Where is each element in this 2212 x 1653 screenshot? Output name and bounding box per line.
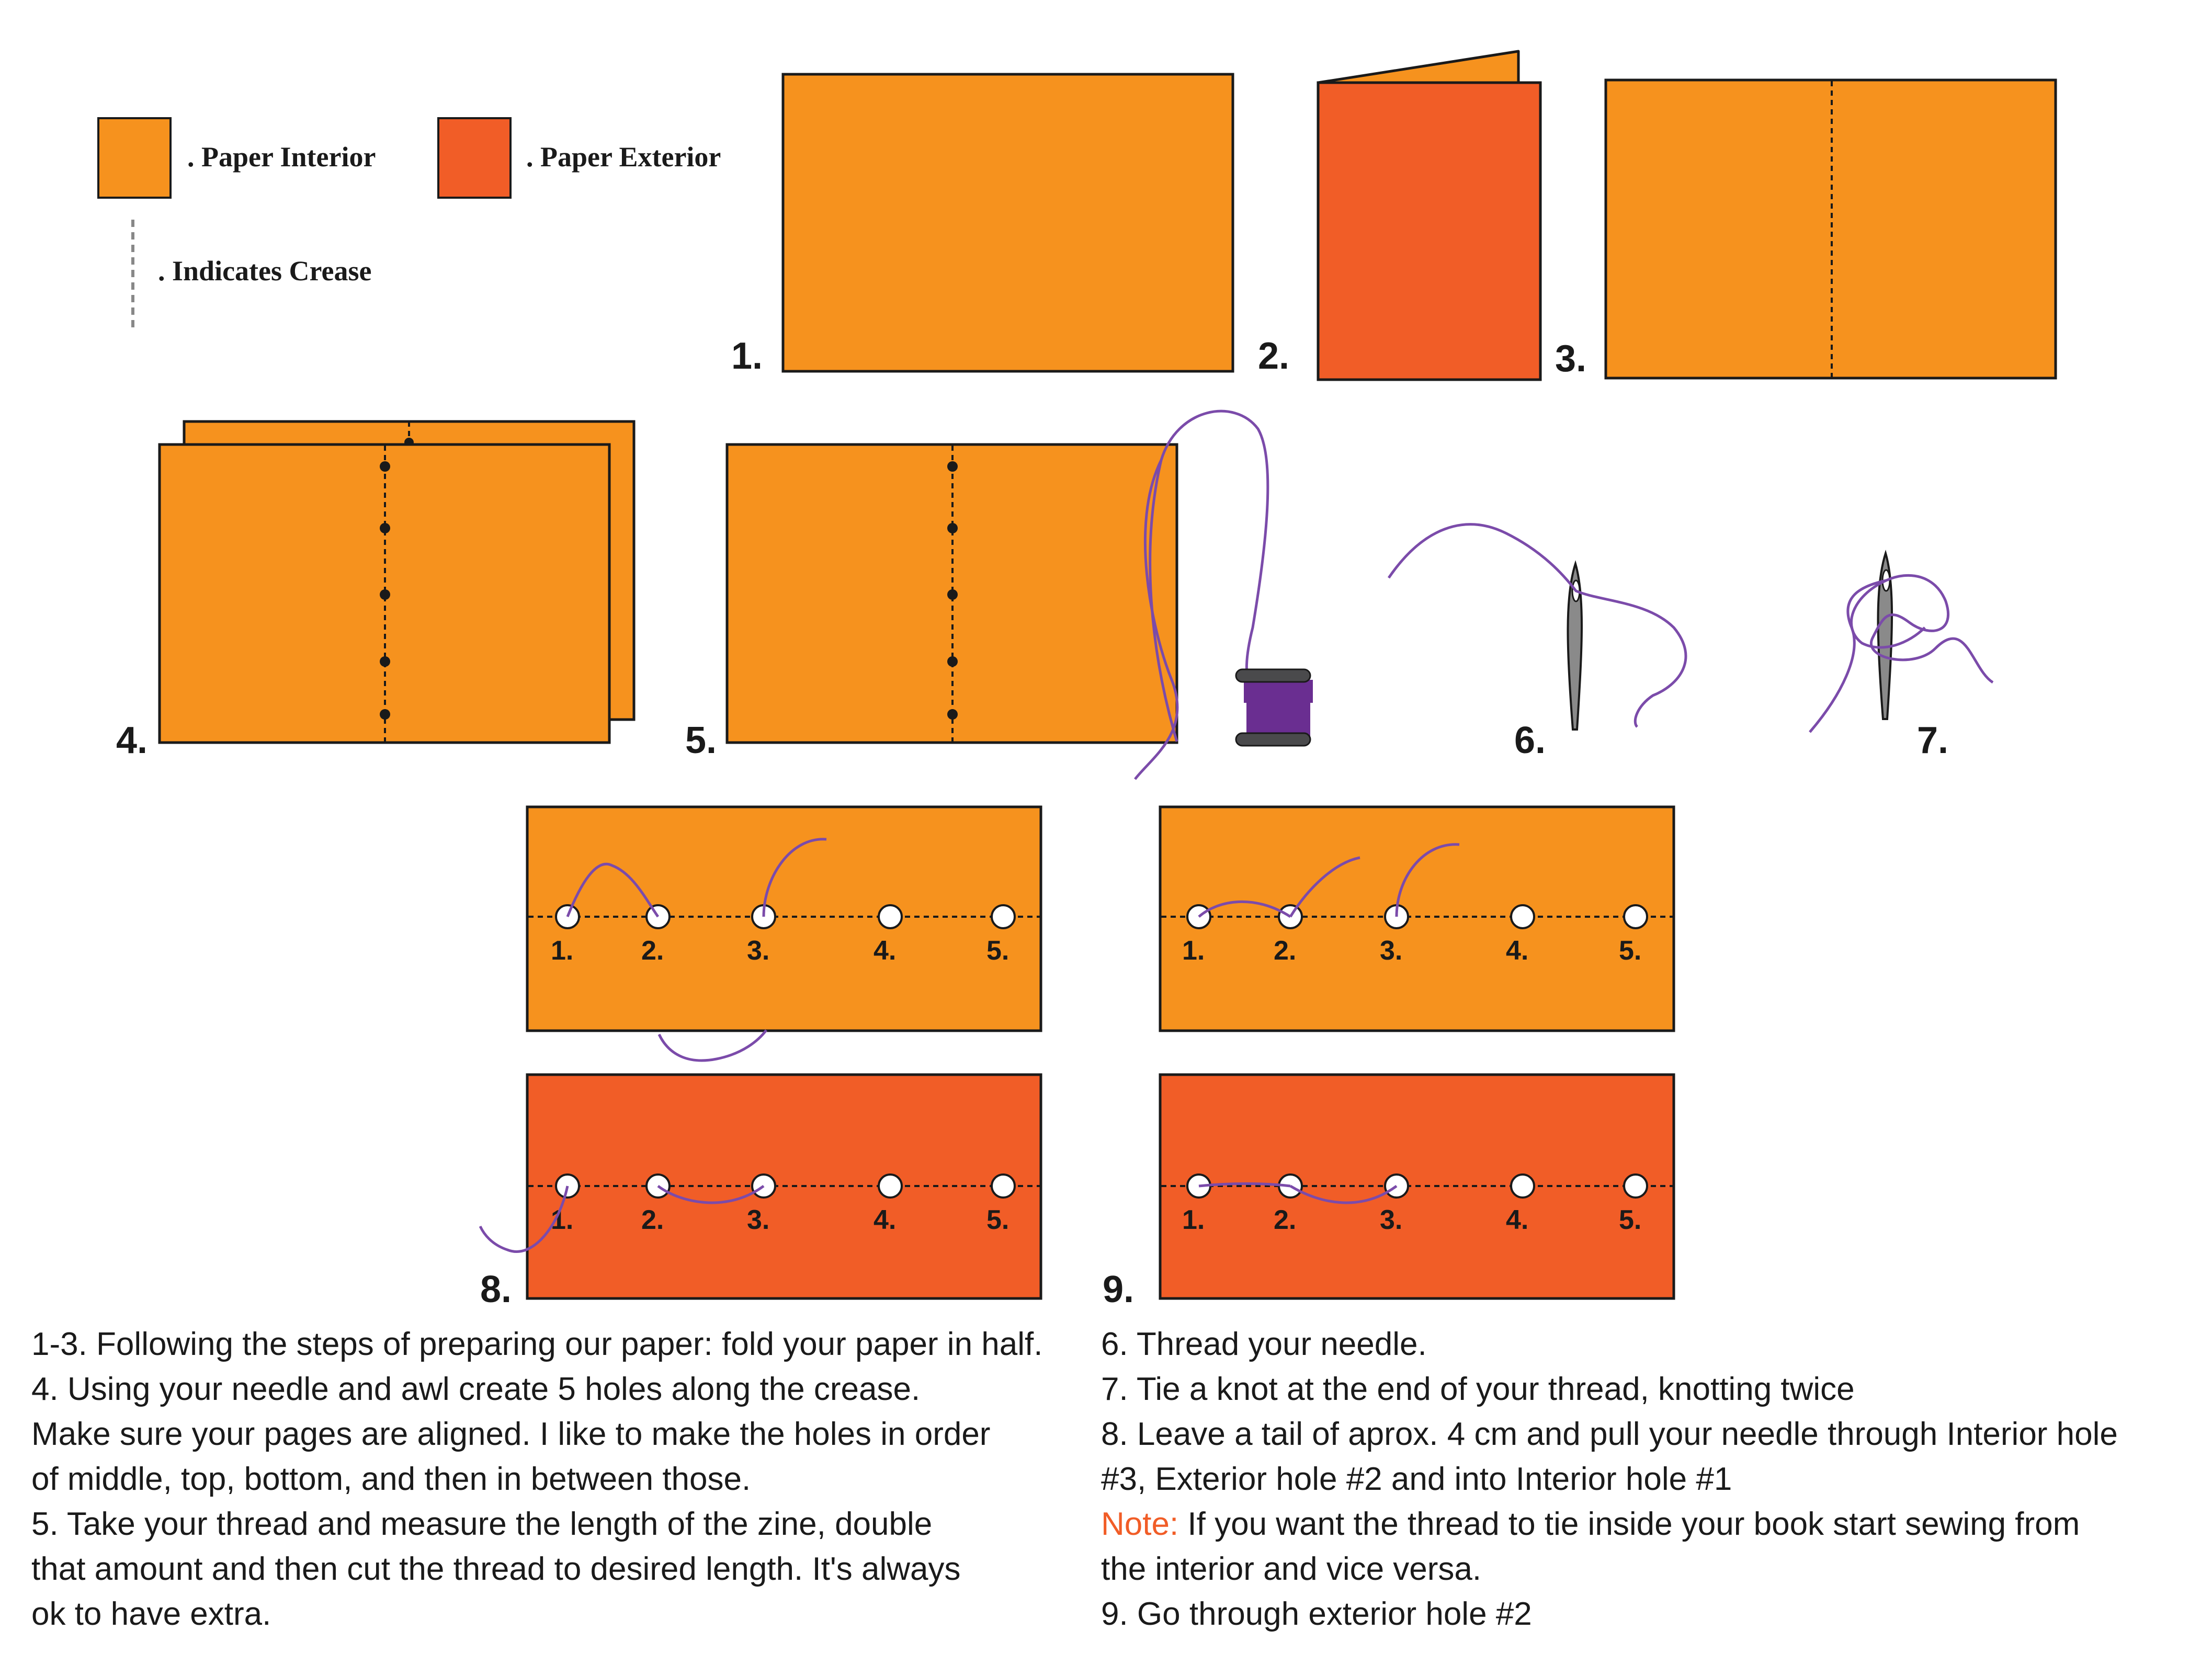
svg-text:4.: 4.	[874, 936, 896, 966]
svg-text:3.: 3.	[747, 1205, 769, 1235]
svg-text:5.: 5.	[1619, 936, 1641, 966]
instruction-line: #3, Exterior hole #2 and into Interior h…	[1101, 1461, 1732, 1497]
hole-labels: 1. 2. 3. 4. 5.	[1182, 936, 1641, 966]
instruction-line: ok to have extra.	[31, 1596, 271, 1632]
instructions-right: 6. Thread your needle. 7. Tie a knot at …	[1101, 1322, 2199, 1637]
paper-sheet	[781, 73, 1234, 373]
step-5-measure-thread: 5.	[685, 409, 1313, 780]
instruction-line: 8. Leave a tail of aprox. 4 cm and pull …	[1101, 1416, 2118, 1452]
punched-holes	[947, 461, 958, 720]
svg-text:2.: 2.	[641, 936, 664, 966]
interior-thread	[566, 863, 660, 918]
step-3-creased-paper: 3.	[1555, 78, 2057, 380]
step-8-number: 8.	[480, 1269, 512, 1310]
step-2-number: 2.	[1258, 335, 1289, 377]
needle	[1877, 550, 1893, 720]
step-4-punched-pages: 4.	[116, 420, 636, 761]
svg-text:4.: 4.	[1506, 936, 1528, 966]
hole-labels: 1. 2. 3. 4. 5.	[551, 1205, 1009, 1235]
hole-labels: 1. 2. 3. 4. 5.	[551, 936, 1009, 966]
svg-text:3.: 3.	[747, 936, 769, 966]
step-2-folded-paper: 2.	[1258, 50, 1542, 381]
legend-interior-label: . Paper Interior	[187, 141, 376, 173]
svg-text:5.: 5.	[986, 1205, 1009, 1235]
note-line: Note: If you want the thread to tie insi…	[1101, 1502, 2199, 1547]
legend: . Paper Interior . Paper Exterior . Indi…	[97, 117, 721, 329]
note-label: Note:	[1101, 1506, 1179, 1542]
note-text: If you want the thread to tie inside you…	[1178, 1506, 2080, 1542]
thread	[1149, 409, 1269, 742]
svg-text:2.: 2.	[641, 1205, 664, 1235]
instruction-line: 6. Thread your needle.	[1101, 1326, 1427, 1362]
step-7-knot-thread: 7.	[1809, 550, 1994, 761]
instruction-line: that amount and then cut the thread to d…	[31, 1551, 961, 1587]
step-8-sewing: 1. 2. 3. 4. 5. 1. 2. 3. 4. 5. 8.	[479, 805, 1042, 1310]
hole-labels: 1. 2. 3. 4. 5.	[1182, 1205, 1641, 1235]
step-9-sewing: 1. 2. 3. 4. 5. 1. 2. 3. 4. 5. 9.	[1103, 805, 1675, 1310]
svg-text:3.: 3.	[1380, 1205, 1402, 1235]
instruction-line: Make sure your pages are aligned. I like…	[31, 1416, 991, 1452]
legend-interior-swatch	[97, 117, 172, 199]
step-4-number: 4.	[116, 720, 148, 761]
instruction-line: 4. Using your needle and awl create 5 ho…	[31, 1371, 921, 1407]
step-6-number: 6.	[1514, 720, 1546, 761]
step-3-number: 3.	[1555, 338, 1586, 380]
interior-sheet	[526, 805, 1042, 1032]
exterior-thread-2	[1289, 1184, 1398, 1204]
exterior-thread-tail	[479, 1185, 569, 1253]
knotted-thread	[1809, 574, 1994, 733]
svg-text:2.: 2.	[1274, 936, 1296, 966]
instruction-line: 7. Tie a knot at the end of your thread,…	[1101, 1371, 1855, 1407]
svg-text:2.: 2.	[1274, 1205, 1296, 1235]
instruction-line: 5. Take your thread and measure the leng…	[31, 1506, 933, 1542]
step-6-thread-needle: 6.	[1387, 523, 1687, 761]
svg-text:1.: 1.	[1182, 1205, 1205, 1235]
thread-tail	[1134, 459, 1179, 780]
instruction-line: 1-3. Following the steps of preparing ou…	[31, 1326, 1043, 1362]
instruction-line: 9. Go through exterior hole #2	[1101, 1596, 1532, 1632]
step-1-number: 1.	[731, 335, 763, 377]
needle	[1567, 560, 1583, 731]
interior-sheet	[1159, 805, 1675, 1032]
interior-thread-tail	[762, 838, 827, 917]
svg-text:3.: 3.	[1380, 936, 1402, 966]
folded-back-flap	[1317, 50, 1520, 85]
svg-text:1.: 1.	[1182, 936, 1205, 966]
thread-spool	[1235, 668, 1313, 747]
svg-text:4.: 4.	[874, 1205, 896, 1235]
step-7-number: 7.	[1917, 720, 1948, 761]
step-1-flat-paper: 1.	[731, 73, 1234, 377]
svg-text:1.: 1.	[551, 936, 573, 966]
interior-thread	[1198, 900, 1291, 918]
instruction-line: the interior and vice versa.	[1101, 1551, 1482, 1587]
interior-thread-tail	[1395, 843, 1460, 917]
thread-loop	[1850, 579, 1926, 649]
exterior-thread	[1198, 1182, 1291, 1188]
legend-exterior-label: . Paper Exterior	[526, 141, 721, 173]
svg-text:4.: 4.	[1506, 1205, 1528, 1235]
thread	[1387, 523, 1687, 728]
legend-exterior-swatch	[437, 117, 512, 199]
punched-holes	[380, 461, 390, 720]
step-5-number: 5.	[685, 720, 717, 761]
exterior-thread	[657, 1184, 765, 1204]
svg-text:5.: 5.	[986, 936, 1009, 966]
folded-front	[1317, 81, 1542, 381]
step-9-number: 9.	[1103, 1269, 1134, 1310]
svg-text:5.: 5.	[1619, 1205, 1641, 1235]
legend-crease-label: . Indicates Crease	[158, 255, 371, 287]
connecting-thread	[657, 1029, 767, 1062]
interior-thread-2	[1289, 856, 1360, 918]
paper-sheet	[1604, 78, 2057, 380]
instructions-left: 1-3. Following the steps of preparing ou…	[31, 1322, 1077, 1637]
instruction-line: of middle, top, bottom, and then in betw…	[31, 1461, 751, 1497]
